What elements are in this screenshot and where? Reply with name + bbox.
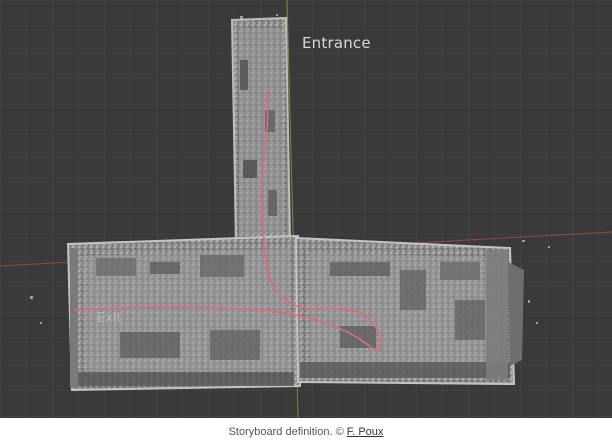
caption-text: Storyboard definition. ©: [228, 426, 344, 438]
scatter-points: [30, 14, 550, 324]
trajectory-path: [75, 91, 382, 353]
right-room-pointcloud: [294, 236, 524, 386]
left-room-pointcloud: [66, 234, 302, 392]
figure-caption: Storyboard definition. © F. Poux: [0, 418, 612, 446]
corridor-pointcloud: [230, 16, 292, 244]
point-cloud-scene: [0, 0, 612, 418]
3d-viewport[interactable]: Entrance Exit: [0, 0, 612, 418]
author-link[interactable]: F. Poux: [346, 426, 384, 438]
entrance-label: Entrance: [302, 34, 371, 52]
exit-label: Exit: [97, 311, 122, 326]
